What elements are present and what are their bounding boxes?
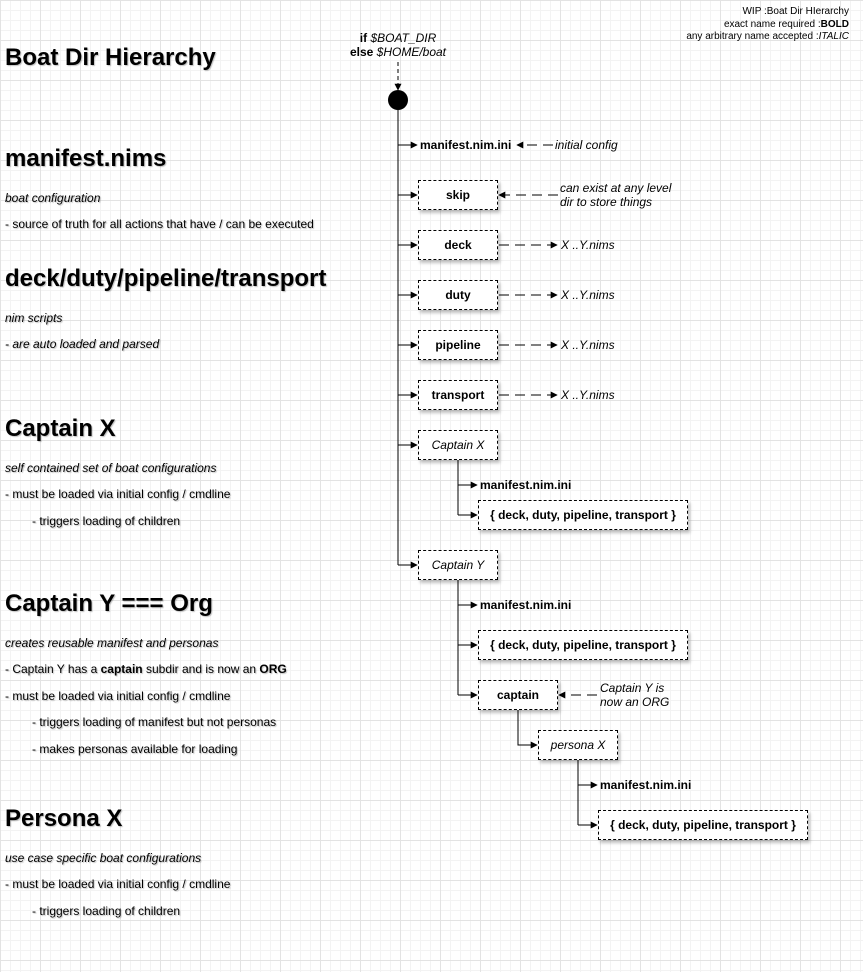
legend: WIP :Boat Dir HIerarchy exact name requi… (686, 6, 849, 44)
node-persona-group: { deck, duty, pipeline, transport } (598, 810, 808, 840)
note-initial-config: initial config (555, 138, 618, 152)
manifest-subtitle: boat configuration (5, 191, 101, 205)
legend-italic-key: ITALIC (818, 31, 849, 42)
captain-y-line-1-c: subdir and is now an (142, 662, 260, 676)
note-pipeline-nims: X ..Y.nims (561, 338, 615, 352)
note-duty-nims: X ..Y.nims (561, 288, 615, 302)
captain-y-line-1-a: - Captain Y has a (5, 662, 101, 676)
legend-bold-label: exact name required : (723, 18, 821, 30)
captain-y-subtitle: creates reusable manifest and personas (5, 636, 219, 650)
start-node (388, 90, 408, 110)
manifest-line-1: - source of truth for all actions that h… (5, 217, 314, 231)
legend-title: WIP :Boat Dir HIerarchy (742, 6, 849, 17)
node-captain-y-manifest: manifest.nim.ini (480, 598, 572, 612)
node-captain-x-manifest: manifest.nim.ini (480, 478, 572, 492)
legend-bold-row: exact name required :BOLD (686, 19, 849, 32)
captain-y-heading: Captain Y === Org (5, 590, 213, 617)
captain-y-line-1: - Captain Y has a captain subdir and is … (5, 662, 287, 676)
root-else-keyword: else (349, 45, 374, 59)
note-skip: can exist at any level dir to store thin… (560, 181, 671, 209)
node-persona-x: persona X (538, 730, 618, 760)
legend-bold-key: BOLD (820, 18, 849, 30)
node-persona-manifest: manifest.nim.ini (600, 778, 692, 792)
node-deck: deck (418, 230, 498, 260)
node-manifest-ini: manifest.nim.ini (420, 138, 512, 152)
scripts-subtitle: nim scripts (5, 311, 63, 325)
node-captain-x-group: { deck, duty, pipeline, transport } (478, 500, 688, 530)
note-deck-nims: X ..Y.nims (561, 238, 615, 252)
persona-x-heading: Persona X (5, 805, 123, 832)
captain-x-line-2: - triggers loading of children (32, 514, 181, 528)
root-path-label: if $BOAT_DIR else $HOME/boat (330, 31, 466, 59)
node-duty: duty (418, 280, 498, 310)
note-skip-line-2: dir to store things (560, 195, 653, 209)
root-if-keyword: if (359, 31, 368, 45)
captain-x-line-1: - must be loaded via initial config / cm… (5, 487, 231, 501)
note-captain-line-2: now an ORG (600, 695, 670, 709)
captain-y-line-1-b: captain (100, 662, 143, 676)
captain-y-line-1-d: ORG (259, 662, 287, 676)
persona-x-line-1: - must be loaded via initial config / cm… (5, 877, 231, 891)
root-else-var: $HOME/boat (376, 45, 447, 59)
persona-x-subtitle: use case specific boat configurations (5, 851, 202, 865)
node-pipeline: pipeline (418, 330, 498, 360)
persona-x-line-2: - triggers loading of children (32, 904, 181, 918)
note-transport-nims: X ..Y.nims (561, 388, 615, 402)
captain-y-line-4: - makes personas available for loading (32, 742, 238, 756)
captain-y-line-3: - triggers loading of manifest but not p… (32, 715, 277, 729)
node-captain: captain (478, 680, 558, 710)
captain-x-subtitle: self contained set of boat configuration… (5, 461, 217, 475)
node-skip: skip (418, 180, 498, 210)
node-captain-x: Captain X (418, 430, 498, 460)
root-if-line: if $BOAT_DIR (330, 31, 466, 45)
legend-italic-row: any arbitrary name accepted :ITALIC (686, 31, 849, 44)
node-captain-y-group: { deck, duty, pipeline, transport } (478, 630, 688, 660)
scripts-heading: deck/duty/pipeline/transport (5, 265, 327, 292)
root-if-var: $BOAT_DIR (370, 31, 437, 45)
note-captain-line-1: Captain Y is (600, 681, 665, 695)
root-else-line: else $HOME/boat (330, 45, 466, 59)
scripts-line-1: - are auto loaded and parsed (5, 337, 160, 351)
captain-y-line-2: - must be loaded via initial config / cm… (5, 689, 231, 703)
note-skip-line-1: can exist at any level (560, 181, 672, 195)
node-captain-y: Captain Y (418, 550, 498, 580)
legend-italic-label: any arbitrary name accepted : (686, 31, 819, 42)
node-transport: transport (418, 380, 498, 410)
captain-branch-persona (517, 710, 538, 749)
page-title: Boat Dir Hierarchy (5, 44, 216, 71)
manifest-heading: manifest.nims (5, 145, 167, 172)
captain-x-heading: Captain X (5, 415, 116, 442)
note-captain: Captain Y is now an ORG (600, 681, 669, 709)
